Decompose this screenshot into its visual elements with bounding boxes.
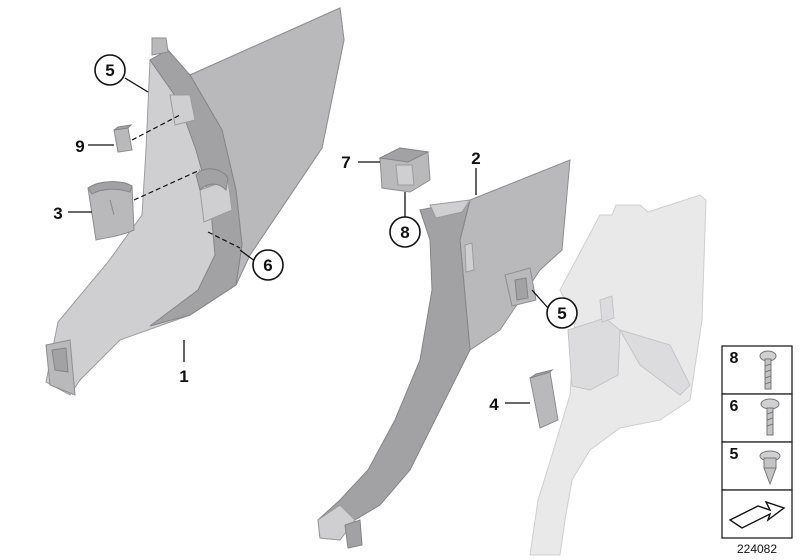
screw-icon (759, 350, 777, 390)
callout-5-top: 5 (94, 54, 126, 86)
part-9-clip (113, 124, 133, 153)
trim-panel-center (317, 159, 571, 549)
legend-number-6: 6 (730, 398, 739, 415)
callout-4-label: 4 (489, 395, 499, 414)
callout-7-label: 7 (341, 153, 350, 172)
legend-footer (721, 489, 793, 539)
callout-3: 3 (53, 204, 62, 223)
callout-6: 6 (252, 249, 284, 281)
part-3-cover (87, 181, 135, 241)
callout-1-label: 1 (179, 367, 188, 386)
flat-screw-icon (760, 398, 780, 436)
callout-5-mid: 5 (546, 297, 578, 329)
callout-8-label: 8 (400, 223, 409, 242)
legend-number-8: 8 (730, 350, 739, 367)
callout-5-top-label: 5 (105, 61, 114, 80)
callout-8: 8 (389, 216, 421, 248)
clip-icon (759, 450, 781, 486)
fastener-legend: 8 6 5 (721, 345, 793, 539)
direction-arrow-icon (728, 500, 786, 529)
callout-9: 9 (75, 137, 84, 156)
trim-panel-left (45, 7, 345, 396)
diagram-id: 224082 (737, 542, 777, 556)
legend-row-6 (721, 393, 793, 443)
legend-row-5 (721, 441, 793, 491)
legend-number-5: 5 (730, 446, 739, 463)
callout-9-label: 9 (75, 137, 84, 156)
part-7-bracket (378, 147, 431, 193)
callout-3-label: 3 (53, 204, 62, 223)
callout-7: 7 (341, 153, 350, 172)
callout-4: 4 (489, 395, 499, 414)
callout-6-label: 6 (263, 256, 272, 275)
callout-5-mid-label: 5 (557, 304, 566, 323)
callout-2: 2 (471, 149, 480, 168)
leader-lines (68, 77, 549, 404)
callout-1: 1 (179, 367, 188, 386)
callout-2-label: 2 (471, 149, 480, 168)
part-4-cover (529, 369, 559, 429)
ghost-trim-panel (529, 194, 707, 556)
